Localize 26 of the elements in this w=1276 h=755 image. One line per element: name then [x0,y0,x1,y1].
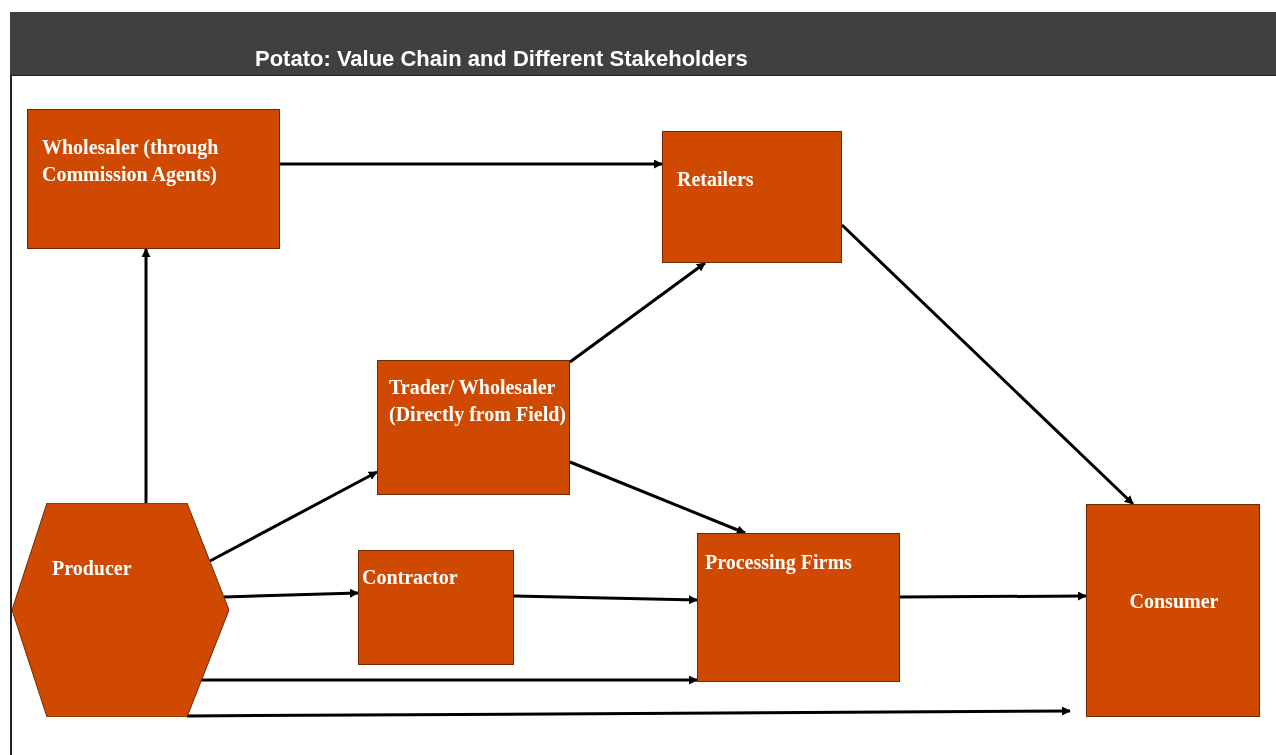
node-label: Processing Firms [705,550,853,576]
arrow [209,470,378,563]
process-box [377,360,570,495]
arrow [840,223,1135,506]
arrow [569,460,746,535]
arrow [187,706,1071,718]
node-label: Wholesaler (through Commission Agents) [42,135,220,188]
arrow [513,594,698,605]
node-label: Trader/ Wholesaler (Directly from Field) [389,375,567,428]
diagram-title: Potato: Value Chain and Different Stakeholders [255,46,748,72]
hexagon-node [12,503,229,717]
process-box [358,550,514,665]
arrow [223,588,359,599]
arrow [900,591,1087,601]
process-box [1086,504,1260,717]
arrow [569,261,706,364]
process-box [697,533,900,682]
node-label: Contractor [362,565,459,590]
node-label: Retailers [677,167,755,192]
node-label: Producer [52,556,133,581]
arrow [201,675,698,685]
node-label: Consumer [1128,589,1220,614]
process-box [662,131,842,263]
arrow [141,248,151,503]
process-box [27,109,280,249]
arrow [280,159,663,169]
